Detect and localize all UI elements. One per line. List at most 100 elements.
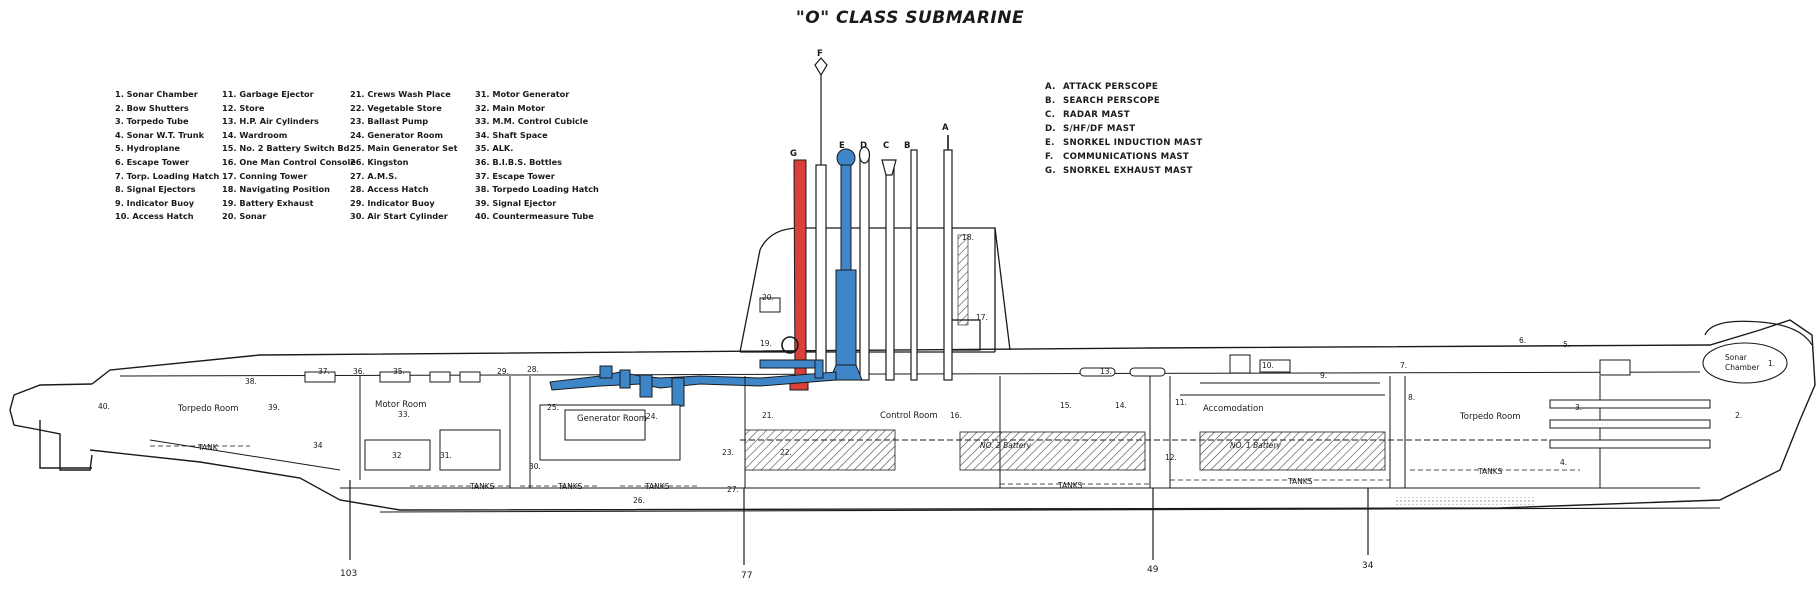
- num-29: 29.: [497, 367, 509, 376]
- legend-item: 34. Shaft Space: [475, 129, 548, 140]
- label-no2-battery: NO. 2 Battery: [980, 441, 1031, 450]
- legend-item: 29. Indicator Buoy: [350, 197, 435, 208]
- legend-item: 9. Indicator Buoy: [115, 197, 195, 208]
- num-15: 15.: [1060, 401, 1072, 410]
- batteries: [744, 429, 1535, 505]
- mast-legend-item: E.SNORKEL INDUCTION MAST: [1045, 136, 1203, 150]
- legend-item: 23. Ballast Pump: [350, 116, 429, 127]
- label-control-room: Control Room: [880, 411, 938, 421]
- legend-item: 26. Kingston: [350, 156, 409, 167]
- num-38: 38.: [245, 377, 257, 386]
- legend-item: 10. Access Hatch: [115, 211, 194, 222]
- legend-item: 25. Main Generator Set: [350, 143, 458, 154]
- legend-item: 22. Vegetable Store: [350, 102, 442, 113]
- legend-item: 6. Escape Tower: [115, 156, 190, 167]
- mast-letter-a: A: [942, 123, 949, 133]
- mast-legend-item: C.RADAR MAST: [1045, 108, 1203, 122]
- mast-legend-label: SEARCH PERSCOPE: [1063, 96, 1161, 106]
- legend-item: 19. Battery Exhaust: [222, 197, 314, 208]
- label-tanks-5: TANKS: [1287, 477, 1313, 486]
- mast-legend-label: COMMUNICATIONS MAST: [1063, 152, 1190, 162]
- num-28: 28.: [527, 365, 539, 374]
- legend-item: 7. Torp. Loading Hatch: [115, 170, 220, 181]
- mast-legend-key: E.: [1045, 138, 1055, 148]
- num-25: 25.: [547, 403, 559, 412]
- num-5: 5.: [1563, 340, 1570, 349]
- legend-item: 39. Signal Ejector: [475, 197, 557, 208]
- mast-legend-item: A. ATTACK PERSCOPE: [1045, 80, 1203, 94]
- num-24: 24.: [646, 412, 658, 421]
- legend-item: 37. Escape Tower: [475, 170, 555, 181]
- label-sonar-chamber-1: Sonar: [1725, 353, 1748, 362]
- mast-letter-labels: A B C D E F G: [790, 49, 949, 159]
- mast-legend-key: A.: [1045, 82, 1056, 92]
- num-32: 32: [392, 451, 402, 460]
- legend-item: 40. Countermeasure Tube: [475, 211, 594, 222]
- frame-number-labels: 103 77 49 34: [340, 561, 1374, 581]
- legend-item: 31. Motor Generator: [475, 89, 570, 99]
- num-16: 16.: [950, 411, 962, 420]
- num-3: 3.: [1575, 403, 1582, 412]
- mast-letter-g: G: [790, 149, 797, 159]
- legend-item: 24. Generator Room: [350, 129, 444, 140]
- num-30: 30.: [529, 462, 541, 471]
- num-27: 27.: [727, 485, 739, 494]
- legend-item: 11. Garbage Ejector: [222, 89, 314, 99]
- label-tanks-4: TANKS: [1057, 481, 1083, 490]
- frame-49: 49: [1147, 565, 1159, 575]
- num-39: 39.: [268, 403, 280, 412]
- label-tanks-3: TANKS: [644, 482, 670, 491]
- num-18: 18.: [962, 233, 974, 242]
- mast-letter-d: D: [860, 141, 867, 151]
- legend-item: 2. Bow Shutters: [115, 102, 189, 113]
- num-1: 1.: [1768, 359, 1775, 368]
- label-motor-room: Motor Room: [375, 400, 426, 410]
- masts: [814, 57, 953, 381]
- conning-tower-fin: [739, 227, 1011, 353]
- legend-item: 1. Sonar Chamber: [115, 89, 198, 99]
- legend-item: 14. Wardroom: [222, 129, 288, 140]
- num-31: 31.: [440, 451, 452, 460]
- legend-item: 15. No. 2 Battery Switch Bd.: [222, 143, 353, 154]
- frame-markers: [349, 480, 1369, 565]
- compartment-labels: Torpedo Room Motor Room Generator Room C…: [177, 353, 1760, 450]
- diagram-title: "O" CLASS SUBMARINE: [795, 8, 1025, 28]
- legend-item: 4. Sonar W.T. Trunk: [115, 129, 205, 140]
- mast-legend-label: SNORKEL EXHAUST MAST: [1063, 166, 1193, 176]
- mast-letter-f: F: [817, 49, 823, 59]
- legend-item: 27. A.M.S.: [350, 170, 398, 181]
- legend-item: 38. Torpedo Loading Hatch: [475, 184, 599, 195]
- label-sonar-chamber-2: Chamber: [1725, 363, 1760, 372]
- mast-legend-key: B.: [1045, 96, 1056, 106]
- num-11: 11.: [1175, 398, 1187, 407]
- legend-item: 3. Torpedo Tube: [115, 116, 189, 127]
- num-23: 23.: [722, 448, 734, 457]
- mast-legend-label: ATTACK PERSCOPE: [1063, 82, 1159, 92]
- legend-item: 12. Store: [222, 102, 265, 113]
- mast-legend-key: D.: [1045, 124, 1056, 134]
- label-torpedo-room-fwd: Torpedo Room: [1459, 412, 1521, 422]
- frame-34: 34: [1362, 561, 1374, 571]
- num-22: 22.: [780, 448, 792, 457]
- num-20: 20.: [762, 293, 774, 302]
- frame-77: 77: [741, 571, 752, 581]
- mast-legend: A. ATTACK PERSCOPE B. SEARCH PERSCOPE C.RADA…: [1045, 80, 1203, 178]
- label-tanks-6: TANKS: [1477, 467, 1503, 476]
- num-17: 17.: [976, 313, 988, 322]
- mast-legend-item: D.S/HF/DF MAST: [1045, 122, 1203, 136]
- num-34: 34: [313, 441, 323, 450]
- num-13: 13.: [1100, 367, 1112, 376]
- legend-item: 30. Air Start Cylinder: [350, 211, 448, 222]
- mast-legend-key: F.: [1045, 152, 1054, 162]
- mast-letter-e: E: [839, 141, 845, 151]
- snorkel-induction-mast: [549, 148, 863, 407]
- num-33: 33.: [398, 410, 410, 419]
- num-9: 9.: [1320, 371, 1327, 380]
- snorkel-exhaust-mast: [789, 159, 809, 391]
- mast-legend-label: RADAR MAST: [1063, 110, 1130, 120]
- num-10: 10.: [1262, 361, 1274, 370]
- mast-legend-item: B. SEARCH PERSCOPE: [1045, 94, 1203, 108]
- mast-legend-key: G.: [1045, 166, 1056, 176]
